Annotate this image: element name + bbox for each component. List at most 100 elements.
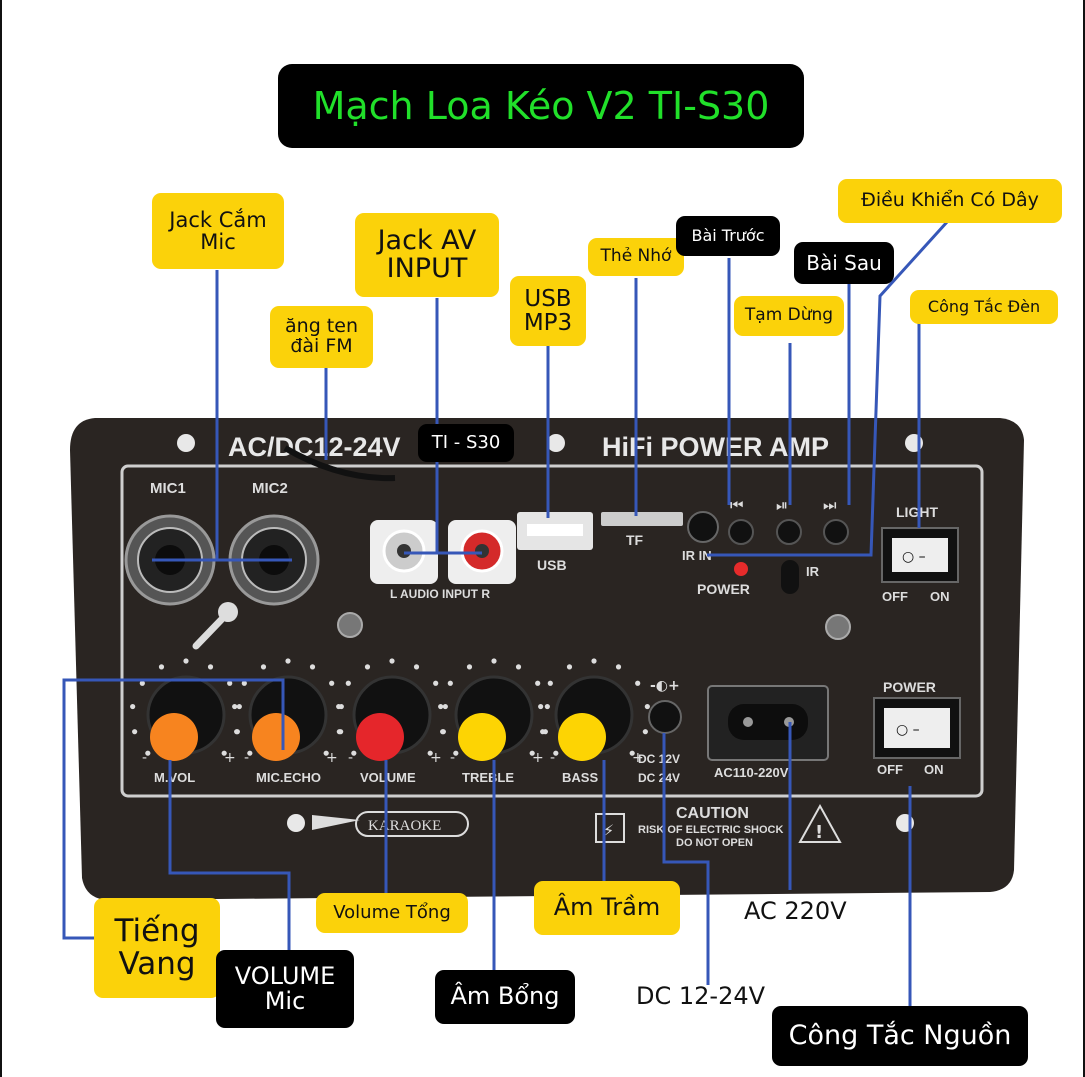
caution-line-1: RISK OF ELECTRIC SHOCK [638, 824, 784, 836]
knob-tick [329, 680, 335, 686]
screw [337, 612, 363, 638]
knob-tick [544, 703, 550, 710]
svg-text:○ –: ○ – [902, 549, 926, 565]
knob-tick [540, 729, 546, 735]
line-jack-mic [152, 270, 292, 562]
knob-label: M.VOL [154, 770, 195, 785]
knob-tick [345, 680, 351, 686]
knob-tick [130, 703, 136, 710]
knob-tick [644, 703, 650, 710]
label-volume-tong: Volume Tổng [316, 893, 468, 933]
karaoke-text: KARAOKE [368, 818, 441, 834]
knob-tick [433, 680, 439, 686]
knob-tick [453, 750, 459, 756]
page-title: Mạch Loa Kéo V2 TI-S30 [278, 64, 804, 148]
label-tieng-vang: Tiếng Vang [94, 898, 220, 998]
board-voltage: AC/DC12-24V [228, 432, 401, 462]
knob-tick [183, 658, 189, 664]
knob-tick [260, 664, 267, 670]
dc-12-text: DC 12V [638, 752, 680, 766]
label-volume-mic: VOLUME Mic [216, 950, 354, 1028]
ac-socket-text: AC110-220V [714, 765, 789, 780]
line-volume-mic [168, 760, 291, 950]
knob-tick [236, 703, 242, 710]
label-am-tram: Âm Trầm [534, 881, 680, 935]
knob-tick [438, 703, 444, 710]
knob-tick [145, 750, 151, 756]
knob-minus: - [244, 750, 249, 766]
knob-label: MIC.ECHO [256, 770, 321, 785]
screw [825, 614, 851, 640]
knob-row: M.VOL-+MIC.ECHO-+VOLUME-+TREBLE-+BASS-+ [130, 658, 650, 785]
image-border-left [0, 0, 2, 1077]
ir-sensor [781, 560, 799, 594]
knob-tick [227, 680, 233, 686]
board-inner-frame [120, 464, 984, 798]
power-off-text: OFF [877, 762, 903, 777]
knob-tick [158, 664, 165, 670]
mount-hole [177, 434, 195, 452]
knob-tick [364, 664, 371, 670]
label-dieu-khien: Điều Khiển Có Dây [838, 179, 1062, 223]
knob-plus: + [632, 750, 644, 766]
light-text: LIGHT [896, 504, 938, 520]
power-led [734, 562, 748, 576]
warning-triangle-icon [798, 803, 842, 843]
knob-tick [221, 750, 227, 756]
label-jack-mic: Jack Cắm Mic [152, 193, 284, 269]
knob-cap [252, 713, 300, 761]
knob-tick [241, 680, 247, 686]
knob-tick [538, 703, 544, 710]
knob-plus: + [224, 750, 236, 766]
knob-tick [491, 658, 497, 664]
power-switch-text: POWER [883, 679, 936, 695]
label-jack-av: Jack AV INPUT [355, 213, 499, 297]
line-tieng-vang [62, 678, 285, 940]
knob-tick [447, 680, 453, 686]
knob-minus: - [142, 750, 147, 766]
label-am-bong: Âm Bổng [435, 970, 575, 1024]
label-bai-truoc: Bài Trước [676, 216, 780, 256]
karaoke-logo-shape [312, 815, 360, 830]
mic2-text: MIC2 [252, 480, 288, 497]
knob-tick [338, 729, 344, 735]
line-dc [662, 733, 710, 985]
knob-plus: + [532, 750, 544, 766]
light-on-text: ON [930, 589, 950, 604]
knob-minus: - [348, 750, 353, 766]
ir-text: IR [806, 564, 820, 579]
prev-button [728, 519, 754, 545]
knob-tick [285, 658, 291, 664]
prev-glyph: ⏮ [730, 496, 744, 514]
label-ti-s30: TI - S30 [418, 424, 514, 462]
knob-cap [150, 713, 198, 761]
knob-minus: - [450, 750, 455, 766]
leader-lines [62, 220, 949, 1008]
mount-hole [287, 814, 305, 832]
label-usb: USB MP3 [510, 276, 586, 346]
mic-icon [218, 602, 238, 622]
label-bai-sau: Bài Sau [794, 242, 894, 284]
ir-in-jack [687, 511, 719, 543]
knob-tick [547, 680, 553, 686]
next-button [823, 519, 849, 545]
label-ang-ten: ăng ten đài FM [270, 306, 373, 368]
knob-tick [427, 750, 433, 756]
knob-tick [529, 750, 535, 756]
knob-tick [389, 658, 395, 664]
dc-polarity-text: -◐+ [650, 678, 680, 694]
light-off-text: OFF [882, 589, 908, 604]
mount-hole [547, 434, 565, 452]
mic1-text: MIC1 [150, 480, 186, 497]
knob-tick [642, 729, 648, 735]
knob-cap [558, 713, 606, 761]
knob-tick [336, 703, 342, 710]
audio-input-text: L AUDIO INPUT R [390, 587, 490, 601]
svg-text:!: ! [815, 822, 823, 843]
power-on-text: ON [924, 762, 944, 777]
label-dc: DC 12-24V [636, 982, 766, 1010]
knob-tick [413, 664, 420, 670]
knob-tick [591, 658, 597, 664]
